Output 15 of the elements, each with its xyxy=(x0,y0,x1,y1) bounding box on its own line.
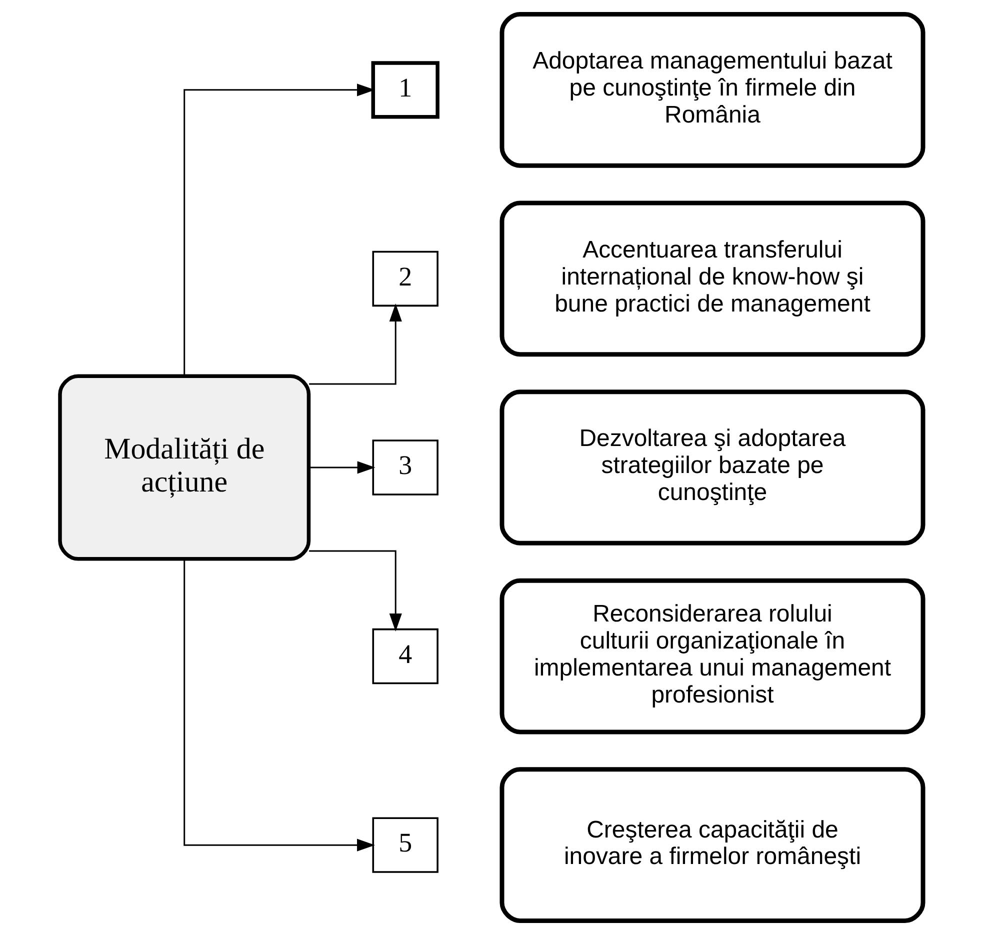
node-box: 1 xyxy=(370,61,439,119)
node-box: 2 xyxy=(372,250,438,307)
node-box: Modalități de acțiune xyxy=(58,374,310,561)
node-box: 4 xyxy=(372,628,438,684)
node-box: Adoptarea managementului bazat pe cunoştinţe în firmele din România xyxy=(499,12,925,168)
arrow xyxy=(308,461,375,474)
node-box: Reconsiderarea rolului culturii organizaţionale în implementarea unui management profesionist xyxy=(499,578,925,734)
node-box: 5 xyxy=(372,817,438,873)
node-box: Creşterea capacităţii de inovare a firmelor româneşti xyxy=(499,767,925,923)
node-box: Accentuarea transferului internațional de know-how şi bune practici de management xyxy=(499,200,925,357)
arrow xyxy=(183,558,375,852)
arrow xyxy=(308,304,402,385)
node-box: Dezvoltarea şi adoptarea strategiilor bazate pe cunoştinţe xyxy=(499,390,925,546)
arrow xyxy=(308,550,402,632)
node-box: 3 xyxy=(372,440,438,496)
